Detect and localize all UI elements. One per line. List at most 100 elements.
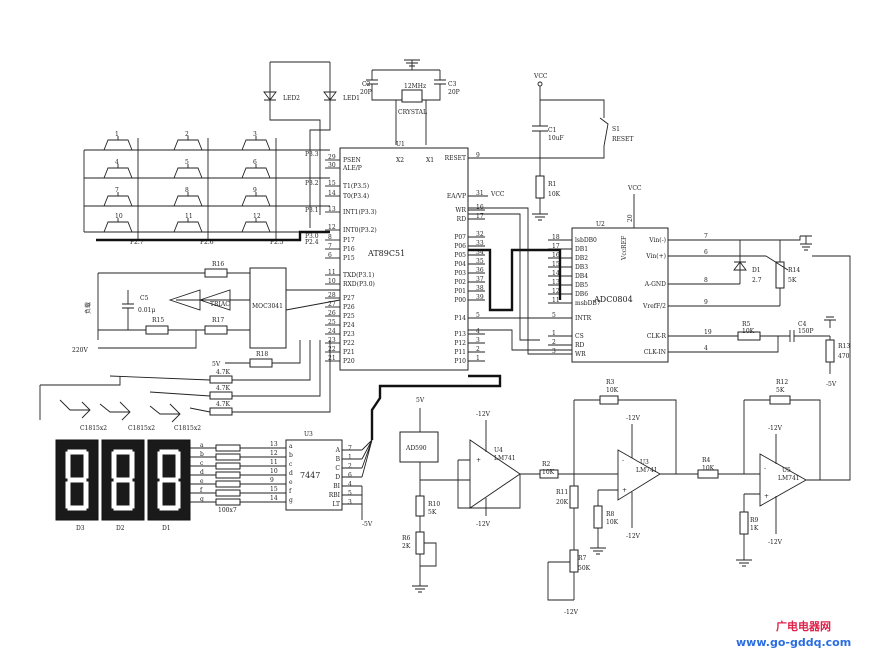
r5-label: R5 <box>742 321 751 328</box>
digit-segment <box>113 477 133 483</box>
key-number: 11 <box>185 213 193 220</box>
r18-label: R18 <box>256 351 268 358</box>
u5-supply-top: -12V <box>768 425 783 432</box>
ad590-label: AD590 <box>405 445 427 452</box>
mcu-right-pin-num: 32 <box>476 231 484 238</box>
mcu-right-pin-name: P02 <box>454 279 466 286</box>
c3-label: C3 <box>448 81 457 88</box>
decoder-in-name: LT <box>333 501 341 508</box>
led1-label: LED1 <box>343 95 360 102</box>
mcu-right-pin-name: P14 <box>454 315 466 322</box>
decoder-in-num: 3 <box>348 499 352 506</box>
led2-label: LED2 <box>283 95 300 102</box>
decoder-out-name: d <box>289 470 293 477</box>
adc-left-pin-num: 3 <box>552 348 556 355</box>
mcu-left-pin-num: 8 <box>328 234 332 241</box>
watermark-url: www.go-gddq.com <box>736 636 851 649</box>
digit-segment <box>113 449 133 455</box>
r4-label: R4 <box>702 457 711 464</box>
mcu-left-pin-name: P15 <box>343 255 355 262</box>
u5-ref: U5 <box>782 467 791 474</box>
segment-resistor <box>215 471 241 479</box>
adc-left-pin-name: DB5 <box>575 282 588 289</box>
digit-labels: D3 D2 D1 100x7 <box>76 507 237 532</box>
mcu-right-pin-num: 36 <box>476 267 484 274</box>
key-switch <box>173 221 203 233</box>
r12-label: R12 <box>776 379 788 386</box>
decoder-in-name: B <box>336 456 341 463</box>
digit-d3: D3 <box>76 525 85 532</box>
mcu-x1: X1 <box>426 157 434 164</box>
digit-segment <box>67 449 87 455</box>
d1-label: D1 <box>752 267 761 274</box>
adc-left-pin-num: 11 <box>552 297 560 304</box>
mcu-left-pin-num: 30 <box>328 162 336 169</box>
decoder-out-num: 10 <box>270 468 278 475</box>
digit-segment <box>175 451 181 479</box>
decoder-out-name: e <box>289 479 293 486</box>
adc-left-pin-name: msbDB7 <box>575 300 601 307</box>
mcu-left-pin-name: P16 <box>343 246 355 253</box>
adc-right-pin-num: 8 <box>704 277 708 284</box>
key-number: 5 <box>185 159 189 166</box>
c4-label: C4 <box>798 321 807 328</box>
digit-segment <box>67 477 87 483</box>
r17-label: R17 <box>212 317 224 324</box>
key-switch <box>103 221 133 233</box>
r11-value: 20K <box>556 499 569 506</box>
mcu-right-pin-name: EA/VP <box>447 193 466 200</box>
adc-right-pin-num: 19 <box>704 329 712 336</box>
mcu-left-pin-num: 28 <box>328 292 336 299</box>
mcu-left-pin-name: P25 <box>343 313 355 320</box>
keypad-port-labels: P3.3 P3.2 P3.1 P3.0 P2.7 P2.6 P2.5 P2.4 <box>130 151 319 246</box>
segment-in-label: d <box>200 469 204 476</box>
adc-right-pin-num: 7 <box>704 233 708 240</box>
mcu-left-pin-name: TXD(P3.1) <box>343 272 374 279</box>
digit-segment <box>65 451 71 479</box>
watermark-cn: 广电电器网 <box>776 619 831 633</box>
r7-value: 50K <box>578 565 591 572</box>
adc-left-pin-num: 12 <box>552 288 560 295</box>
adc-right-pin-name: A-GND <box>644 281 666 288</box>
mcu-left-pin-num: 29 <box>328 154 336 161</box>
mcu-left-pin-name: INT0(P3.2) <box>343 227 377 234</box>
digit-segment <box>111 451 117 479</box>
c1-label: C1 <box>548 127 556 134</box>
decoder-out-name: a <box>289 443 293 450</box>
digit-segment <box>67 505 87 511</box>
mcu-left-pin-name: P22 <box>343 340 355 347</box>
mcu-right-pin-num: 34 <box>476 249 484 256</box>
digit-segment <box>159 477 179 483</box>
key-number: 3 <box>253 131 257 138</box>
decoder-bus-lines <box>361 439 373 520</box>
segment-resistor <box>215 480 241 488</box>
p26-label: P2.6 <box>200 239 214 246</box>
d1-value: 2.7 <box>752 277 762 284</box>
adc-right-pin-name: CLK-IN <box>644 349 666 356</box>
mcu-right-pin-name: P04 <box>454 261 466 268</box>
decoder-in-name: BI <box>333 483 340 490</box>
mcu-right-pin-name: P07 <box>454 234 466 241</box>
adc-left-pin-name: DB3 <box>575 264 588 271</box>
u3-plus: + <box>622 487 627 494</box>
p31-label: P3.1 <box>305 207 319 214</box>
mcu-right-pin-name: RD <box>457 216 467 223</box>
decoder-in-name: D <box>335 474 340 481</box>
u3-ref: U3 <box>640 459 649 466</box>
mcu-name: AT89C51 <box>367 249 405 258</box>
u5-minus: - <box>764 465 766 472</box>
digit-segment <box>159 505 179 511</box>
mcu-right-pin-name: RESET <box>445 155 466 162</box>
ad590-sensor <box>399 431 439 463</box>
key-number: 1 <box>115 131 119 138</box>
mcu-right-pin-num: 2 <box>476 346 480 353</box>
decoder-out-name: b <box>289 452 293 459</box>
decoder-name: 7447 <box>300 471 320 480</box>
resistor-network-label: 100x7 <box>218 507 237 514</box>
watermark: 广电电器网 www.go-gddq.com <box>736 619 851 649</box>
key-switch <box>241 195 271 207</box>
mcu-left-pin-num: 6 <box>328 252 332 259</box>
